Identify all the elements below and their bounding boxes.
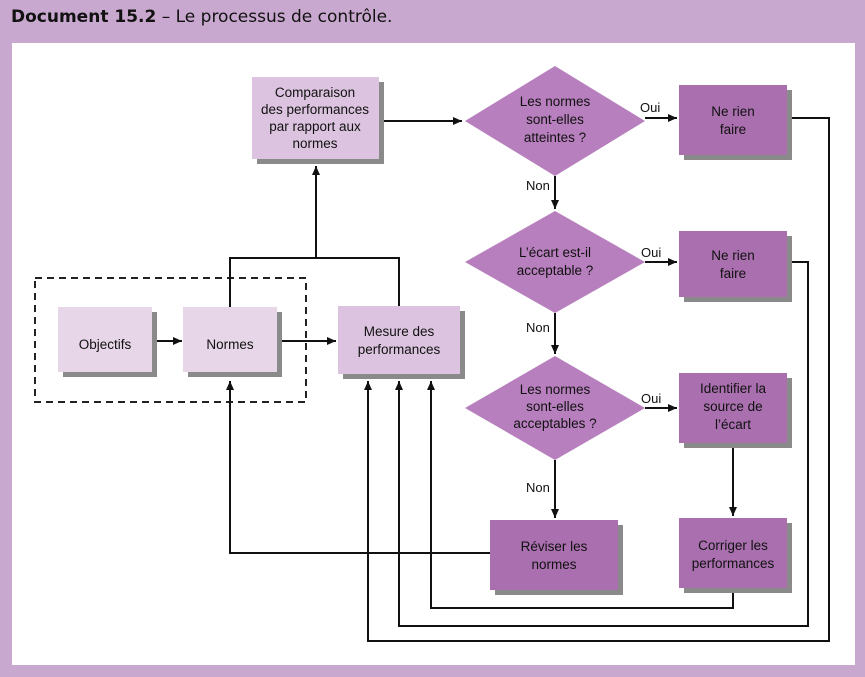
node-normes: Normes xyxy=(183,307,282,377)
decision1-label-2: sont-elles xyxy=(526,112,584,127)
decision3-label-3: acceptables ? xyxy=(513,416,596,431)
objectives-norms-group xyxy=(34,277,307,403)
decision-normes-acceptables: Les normes sont-elles acceptables ? xyxy=(465,356,645,460)
ne-rien-faire-1-label-1: Ne rien xyxy=(711,104,755,119)
mesure-label-2: performances xyxy=(358,342,441,357)
connectors xyxy=(157,114,830,642)
decision1-label-1: Les normes xyxy=(520,94,591,109)
mesure-label-1: Mesure des xyxy=(364,324,435,339)
comparaison-label-3: par rapport aux xyxy=(269,119,361,134)
comparaison-label-2: des performances xyxy=(261,102,369,117)
arrow-ne-rien-faire-2-mesure xyxy=(395,261,809,627)
ne-rien-faire-2-label-2: faire xyxy=(720,266,746,281)
objectifs-label: Objectifs xyxy=(79,337,132,352)
node-objectifs: Objectifs xyxy=(58,307,157,377)
arrow-corriger-mesure xyxy=(427,381,734,609)
node-identifier: Identifier la source de l’écart xyxy=(679,373,792,448)
node-ne-rien-faire-1: Ne rien faire xyxy=(679,85,792,160)
edge-label-non-3: Non xyxy=(526,480,550,495)
ne-rien-faire-2-label-1: Ne rien xyxy=(711,248,755,263)
line-normes-mesure-join xyxy=(229,257,400,307)
decision2-label-1: L’écart est-il xyxy=(519,245,591,260)
document-title: Document 15.2 – Le processus de contrôle… xyxy=(11,7,392,27)
edge-label-oui-1: Oui xyxy=(640,100,660,115)
arrow-reviser-normes xyxy=(226,381,490,554)
identifier-label-3: l’écart xyxy=(715,417,751,432)
normes-label: Normes xyxy=(206,337,254,352)
title-number: Document 15.2 xyxy=(11,7,157,27)
corriger-label-1: Corriger les xyxy=(698,538,768,553)
edge-label-oui-2: Oui xyxy=(641,245,661,260)
corriger-label-2: performances xyxy=(692,556,775,571)
node-comparaison: Comparaison xyxy=(252,77,384,164)
decision3-label-1: Les normes xyxy=(520,382,591,397)
reviser-label-1: Réviser les xyxy=(521,539,588,554)
node-reviser: Réviser les normes xyxy=(490,520,623,595)
edge-label-non-1: Non xyxy=(526,178,550,193)
title-text: – Le processus de contrôle. xyxy=(156,7,393,27)
decision-normes-atteintes: Les normes sont-elles atteintes ? xyxy=(465,66,645,176)
edge-label-non-2: Non xyxy=(526,320,550,335)
identifier-label-1: Identifier la xyxy=(700,381,767,396)
edge-label-oui-3: Oui xyxy=(641,391,661,406)
node-mesure: Mesure des performances xyxy=(338,306,465,379)
node-ne-rien-faire-2: Ne rien faire xyxy=(679,231,792,302)
node-corriger: Corriger les performances xyxy=(679,518,792,593)
reviser-label-2: normes xyxy=(531,557,576,572)
decision-ecart-acceptable: L’écart est-il acceptable ? xyxy=(465,211,645,313)
identifier-label-2: source de xyxy=(703,399,762,414)
ne-rien-faire-1-label-2: faire xyxy=(720,122,746,137)
decision3-label-2: sont-elles xyxy=(526,399,584,414)
comparaison-label-4: normes xyxy=(292,136,337,151)
comparaison-label-1: Comparaison xyxy=(275,85,355,100)
arrow-ne-rien-faire-1-mesure xyxy=(364,117,830,642)
decision2-label-2: acceptable ? xyxy=(517,263,594,278)
decision1-label-3: atteintes ? xyxy=(524,130,586,145)
